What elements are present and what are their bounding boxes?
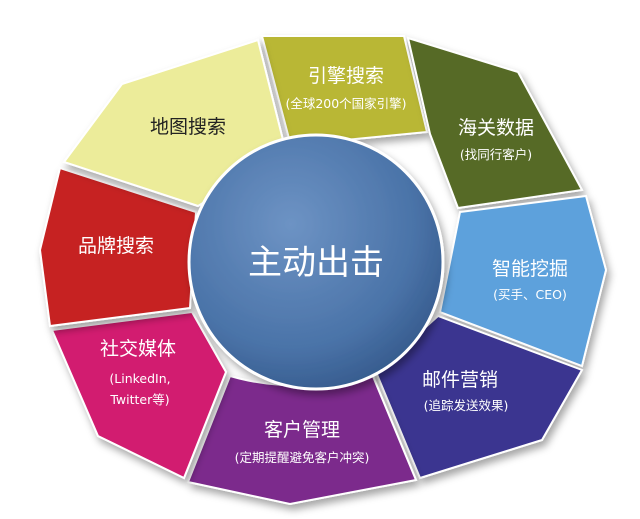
segment-customs-data [406, 36, 584, 210]
segment-email-marketing-sublabel: (追踪发送效果) [424, 398, 509, 413]
segment-social-media-label: 社交媒体 [100, 338, 176, 360]
wheel: 引擎搜索 (全球200个国家引擎) 海关数据 (找同行客户) 智能挖掘 (买手、… [38, 35, 608, 506]
segment-social-media [50, 310, 228, 480]
segment-map-search-label: 地图搜索 [150, 116, 226, 138]
segment-engine-search-label: 引擎搜索 [308, 65, 384, 87]
segment-customer-management-sublabel: (定期提醒避免客户冲突) [235, 450, 370, 465]
segment-customs-data-sublabel: (找同行客户) [460, 147, 532, 162]
segment-smart-mining [438, 194, 608, 368]
segment-customs-data-label: 海关数据 [458, 117, 534, 139]
segment-customer-management-label: 客户管理 [264, 419, 340, 441]
center-label: 主动出击 [248, 243, 384, 283]
segment-smart-mining-label: 智能挖掘 [492, 258, 568, 280]
segment-email-marketing-label: 邮件营销 [422, 369, 498, 391]
segment-smart-mining-sublabel: (买手、CEO) [493, 287, 567, 302]
segment-social-media-sublabel-line2: Twitter等) [109, 392, 169, 407]
segment-engine-search-sublabel: (全球200个国家引擎) [285, 96, 406, 111]
segment-engine-search [260, 35, 429, 152]
segment-social-media-sublabel: (LinkedIn, [109, 371, 170, 386]
segment-brand-search-label: 品牌搜索 [78, 235, 154, 257]
center-circle [187, 133, 445, 391]
